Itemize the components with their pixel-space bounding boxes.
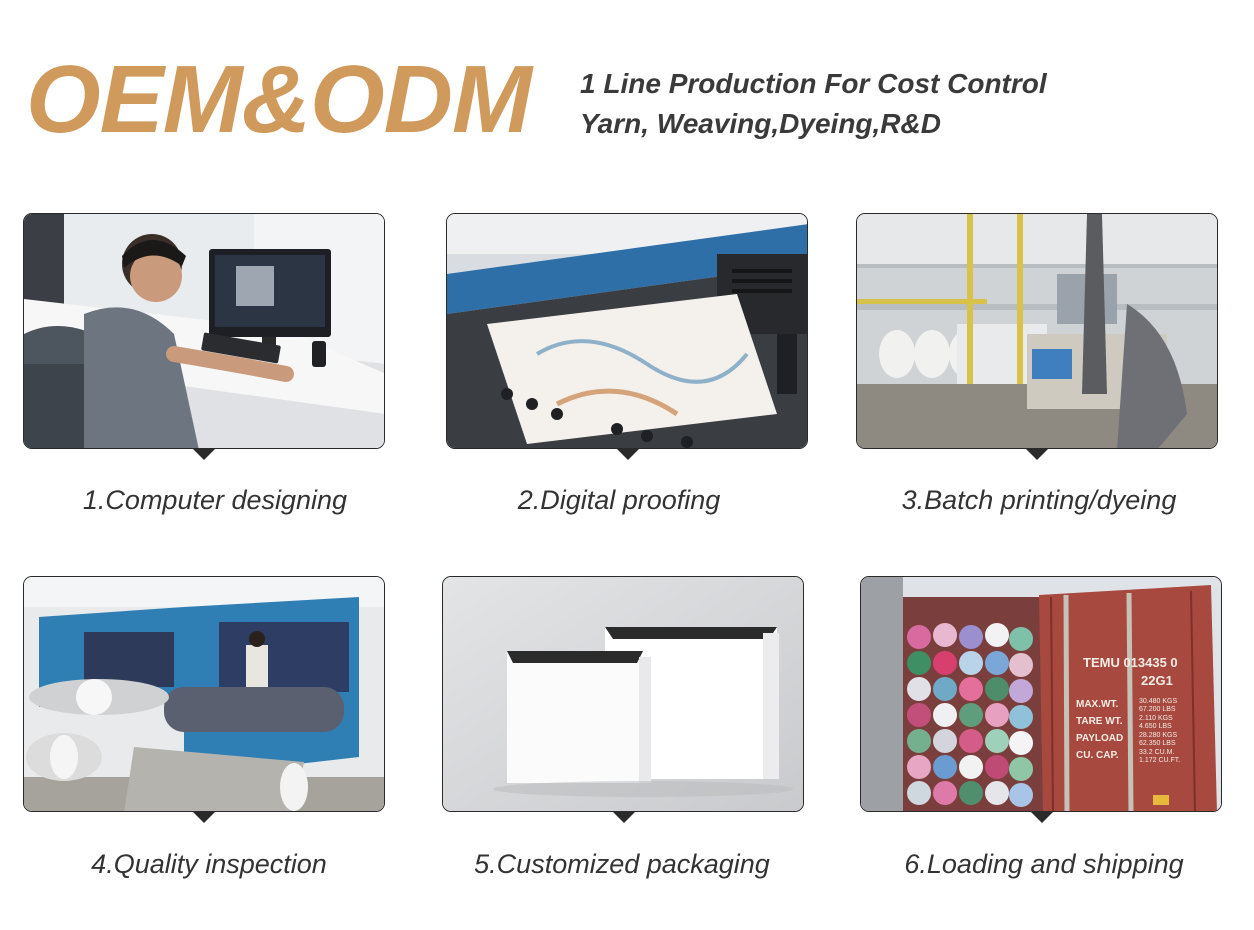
photo-loading-and-shipping: TEMU 013435 0 22G1 MAX.WT. 30.480 KGS 67… [860, 576, 1222, 812]
container-row-label-4: CU. CAP. [1076, 750, 1119, 761]
container-row-value-1a: 30.480 KGS [1139, 698, 1177, 705]
container-row-value-2b: 4.650 LBS [1139, 723, 1172, 730]
photo-digital-proofing [446, 213, 808, 449]
brand-title: OEM&ODM [26, 46, 532, 153]
container-row-label-2: TARE WT. [1076, 716, 1123, 727]
container-row-value-4b: 1.172 CU.FT. [1139, 757, 1180, 764]
caption-5: 5.Customized packaging [474, 849, 770, 879]
pointer-3 [1026, 449, 1048, 460]
photo-computer-designing [23, 213, 385, 449]
caption-1: 1.Computer designing [82, 485, 348, 515]
caption-4: 4.Quality inspection [91, 849, 327, 879]
container-row-value-3b: 62.350 LBS [1139, 740, 1176, 747]
pointer-4 [193, 812, 215, 823]
container-row-value-4a: 33.2 CU.M. [1139, 749, 1174, 756]
container-row-label-3: PAYLOAD [1076, 733, 1123, 744]
tagline-line-1: 1 Line Production For Cost Control [580, 68, 1047, 99]
container-row-value-3a: 28.280 KGS [1139, 732, 1177, 739]
tagline-line-2: Yarn, Weaving,Dyeing,R&D [580, 108, 941, 139]
pointer-6 [1031, 812, 1053, 823]
container-id: TEMU 013435 0 [1083, 655, 1178, 670]
caption-2: 2.Digital proofing [517, 485, 721, 515]
pointer-5 [613, 812, 635, 823]
photo-customized-packaging [442, 576, 804, 812]
pointer-2 [617, 449, 639, 460]
container-type: 22G1 [1141, 673, 1173, 688]
pointer-1 [193, 449, 215, 460]
photo-quality-inspection [23, 576, 385, 812]
caption-6: 6.Loading and shipping [904, 849, 1184, 879]
photo-batch-printing-dyeing [856, 213, 1218, 449]
tagline: 1 Line Production For Cost Control Yarn,… [580, 64, 1047, 144]
container-row-value-1b: 67.200 LBS [1139, 706, 1176, 713]
container-row-label-1: MAX.WT. [1076, 699, 1118, 710]
container-row-value-2a: 2.110 KGS [1139, 715, 1173, 722]
caption-3: 3.Batch printing/dyeing [901, 485, 1177, 515]
